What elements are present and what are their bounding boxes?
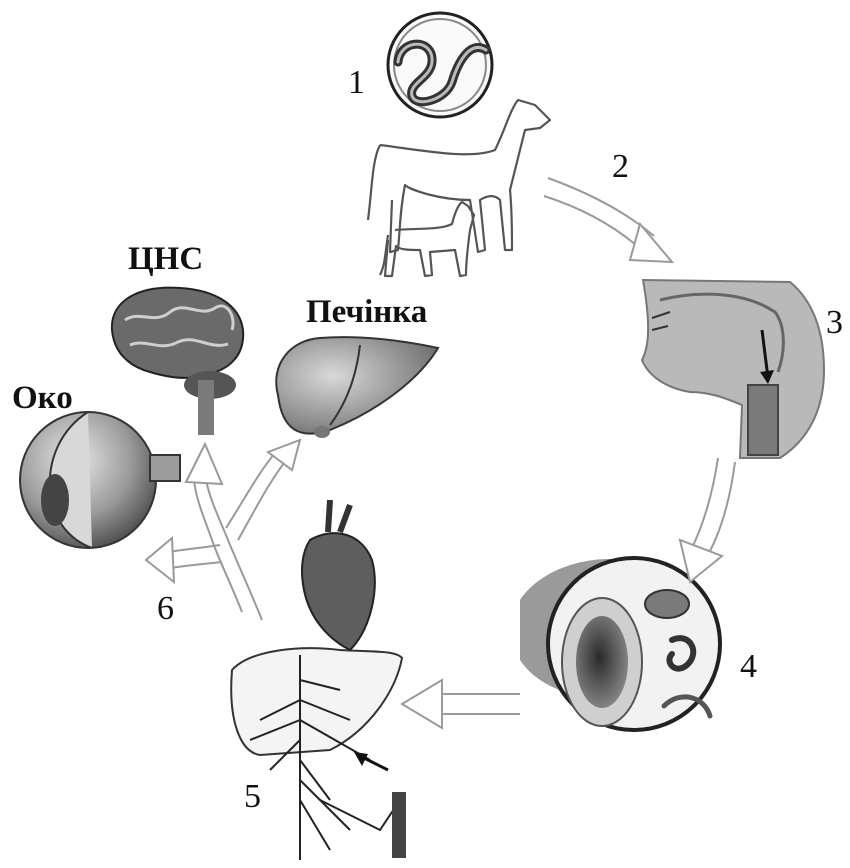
arrow-2-to-3	[544, 178, 672, 262]
stage4-intestine-larvae-icon	[520, 558, 720, 730]
eye-icon	[20, 412, 180, 548]
arrow-3-to-4	[680, 458, 735, 582]
arrow-4-to-5	[402, 680, 520, 728]
liver-label: Печінка	[306, 296, 427, 329]
brain-icon	[112, 288, 243, 435]
stage3-mouth-throat-icon	[642, 280, 824, 458]
cns-label: ЦНС	[128, 243, 203, 276]
stage-6-label: 6	[157, 592, 174, 626]
dog-and-cat-icon	[368, 100, 550, 276]
stage1-egg-icon	[388, 13, 492, 117]
stage-4-label: 4	[740, 650, 757, 684]
eye-label: Око	[12, 382, 73, 415]
stage-2-label: 2	[612, 150, 629, 184]
liver-icon	[276, 337, 438, 438]
stage-1-label: 1	[348, 66, 365, 100]
stage-5-label: 5	[244, 780, 261, 814]
stage-3-label: 3	[826, 306, 843, 340]
